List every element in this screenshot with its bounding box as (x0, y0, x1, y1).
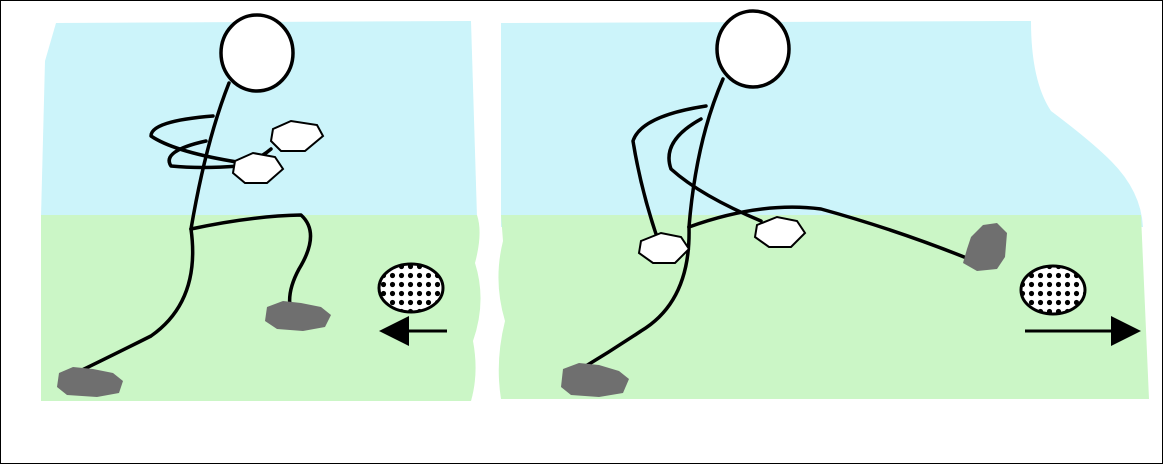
ball (1021, 266, 1085, 314)
head (221, 15, 293, 91)
right-sky (501, 21, 1143, 227)
right-panel (498, 11, 1149, 399)
left-panel (41, 15, 481, 401)
head (717, 11, 789, 87)
ball (379, 264, 443, 312)
